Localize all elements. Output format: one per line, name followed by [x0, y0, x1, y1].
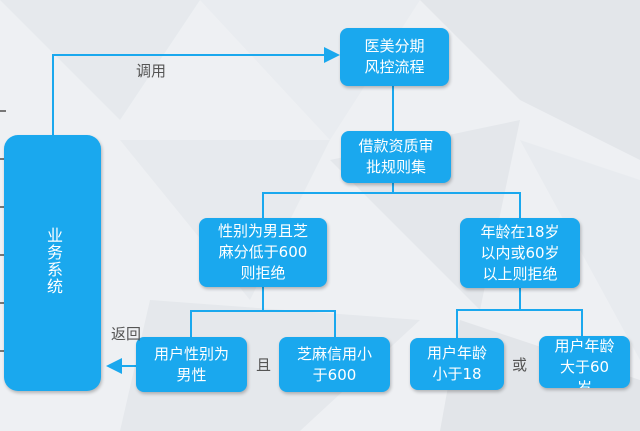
label-or: 或 [512, 356, 528, 374]
node-root: 医美分期 风控流程 [340, 28, 449, 86]
node-business-system: 业务系统 [4, 135, 101, 391]
business-system-label: 业务系统 [44, 227, 63, 295]
rules-to-left [262, 183, 394, 218]
node-right-rule: 年龄在18岁 以内或60岁 以上则拒绝 [460, 218, 580, 288]
right-to-children [456, 288, 521, 338]
left-to-children [190, 287, 264, 337]
node-sesame: 芝麻信用小 于600 [279, 337, 390, 392]
node-rules: 借款资质审 批规则集 [341, 131, 451, 183]
node-age-under: 用户年龄 小于18 [410, 338, 504, 390]
call-arrow [52, 47, 340, 135]
node-gender: 用户性别为 男性 [136, 337, 247, 392]
rules-to-right [393, 192, 521, 218]
node-left-rule: 性别为男且芝 麻分低于600 则拒绝 [199, 218, 327, 287]
label-return: 返回 [111, 325, 142, 343]
label-call: 调用 [136, 62, 167, 80]
label-and: 且 [256, 356, 272, 374]
left-edge-ticks [0, 110, 8, 390]
node-age-over: 用户年龄 大于60 岁 [539, 336, 630, 388]
